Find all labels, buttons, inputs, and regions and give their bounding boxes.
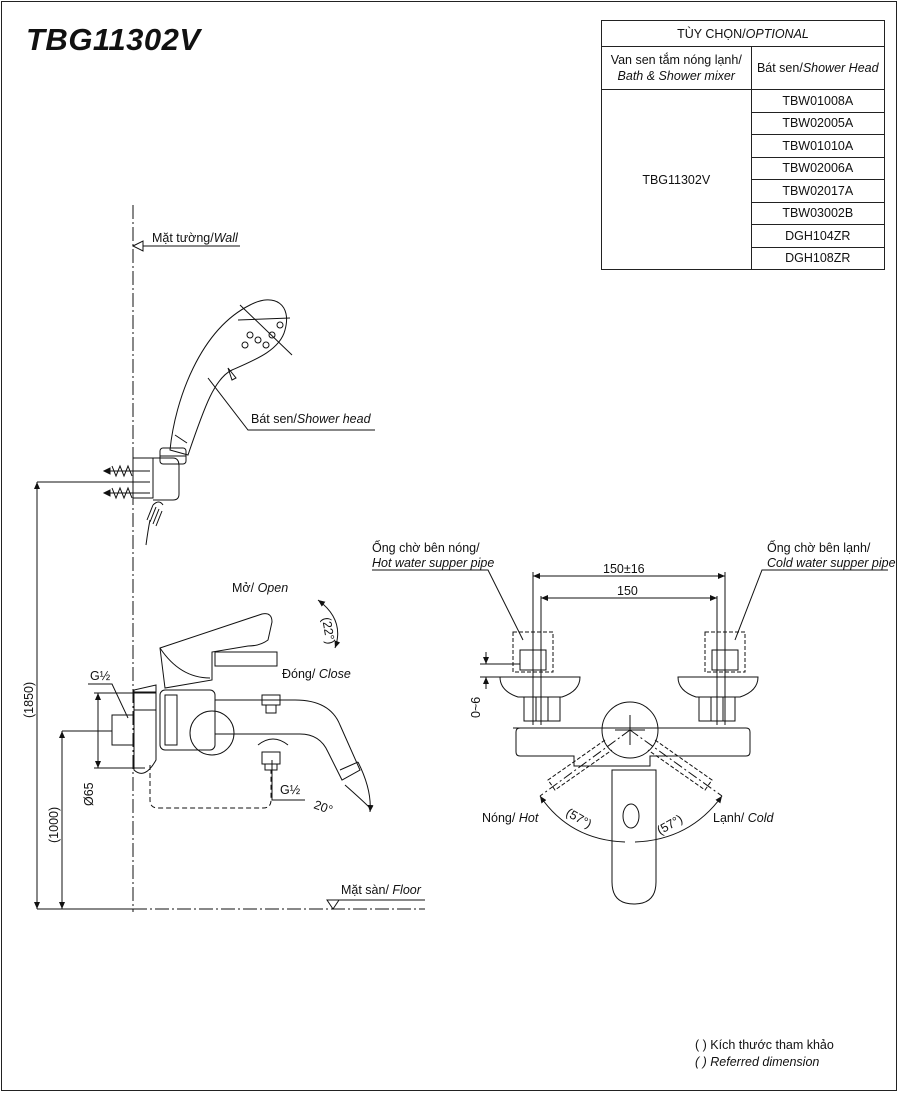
model-title: TBG11302V [26, 22, 201, 57]
reference-note: ( ) Kích thước tham khảo ( ) Referred di… [695, 1037, 834, 1071]
svg-text:G½: G½ [280, 783, 301, 797]
hidden-outline [149, 765, 272, 809]
dimension-offset: 0~6 [469, 652, 520, 718]
optional-table: TÙY CHỌN/OPTIONAL Van sen tắm nóng lạnh/… [601, 20, 886, 270]
front-view: 150±16 150 0~6 [372, 540, 896, 905]
thread-top-callout: G½ [88, 669, 129, 719]
svg-text:(1850): (1850) [22, 682, 36, 718]
mixer-model-cell: TBG11302V [601, 89, 752, 270]
open-angle-value: (22°) [319, 616, 338, 645]
shower-head [169, 299, 293, 456]
svg-text:Ø65: Ø65 [82, 782, 96, 806]
open-angle-arc [317, 599, 341, 649]
svg-text:0~6: 0~6 [469, 697, 483, 718]
mixer-lever [159, 613, 278, 689]
floor-line: Mặt sàn/ Floor [133, 883, 425, 910]
svg-text:Ống chờ bên lạnh/: Ống chờ bên lạnh/ [767, 540, 871, 555]
thread-bottom-callout: G½ [271, 760, 305, 801]
reference-note-en: ( ) Referred dimension [695, 1055, 820, 1069]
dimension-150: 150 [541, 584, 717, 601]
shower-head-label: Bát sen/Shower head [207, 377, 375, 431]
mixer-body [111, 684, 361, 781]
shower-head-column-header: Bát sen/Shower Head [750, 46, 886, 90]
svg-text:Bát sen/Shower head: Bát sen/Shower head [251, 412, 372, 426]
svg-text:(1000): (1000) [47, 807, 61, 843]
dimension-150-range: 150±16 [533, 562, 725, 579]
shower-head-cell: TBW02017A [750, 179, 886, 203]
dimension-1000: (1000) [47, 730, 112, 909]
svg-text:G½: G½ [90, 669, 111, 683]
wall-anchors [102, 464, 150, 500]
shower-head-cell: DGH108ZR [750, 246, 886, 270]
reference-note-vi: ( ) Kích thước tham khảo [695, 1038, 834, 1052]
shower-head-cell: DGH104ZR [750, 224, 886, 248]
shower-head-cell: TBW01008A [750, 89, 886, 113]
cold-angle-value: (57°) [655, 812, 686, 838]
dimension-d65: Ø65 [82, 692, 156, 806]
open-label: Mở/ Open [232, 581, 288, 595]
svg-text:Mặt tường/Wall: Mặt tường/Wall [152, 231, 239, 245]
spout-angle-value: 20° [312, 798, 335, 818]
side-view: Mặt tường/Wall [22, 205, 425, 912]
hot-label: Nóng/ Hot [482, 811, 539, 825]
hot-angle-value: (57°) [564, 805, 595, 831]
svg-text:Ống chờ bên nóng/: Ống chờ bên nóng/ [372, 540, 480, 555]
svg-text:Cold water supper pipe: Cold water supper pipe [767, 556, 896, 570]
close-label: Đóng/ Close [282, 667, 351, 681]
shower-head-cell: TBW02006A [750, 156, 886, 180]
shower-head-cell: TBW01010A [750, 134, 886, 158]
svg-text:Hot water supper pipe: Hot water supper pipe [372, 556, 494, 570]
svg-text:Mặt sàn/ Floor: Mặt sàn/ Floor [341, 883, 422, 897]
cold-label: Lạnh/ Cold [713, 811, 775, 825]
svg-text:150: 150 [617, 584, 638, 598]
hot-pipe-callout: Ống chờ bên nóng/ Hot water supper pipe [372, 540, 524, 641]
svg-text:150±16: 150±16 [603, 562, 645, 576]
shower-holder [132, 447, 187, 501]
spout-angle-line [344, 784, 371, 809]
shower-head-cell: TBW02005A [750, 111, 886, 135]
cold-pipe-callout: Ống chờ bên lạnh/ Cold water supper pipe [734, 540, 896, 641]
wall-label: Mặt tường/Wall [131, 231, 240, 252]
dimension-1850: (1850) [22, 481, 150, 910]
shower-hose [145, 501, 164, 546]
shower-head-cell: TBW03002B [750, 201, 886, 225]
